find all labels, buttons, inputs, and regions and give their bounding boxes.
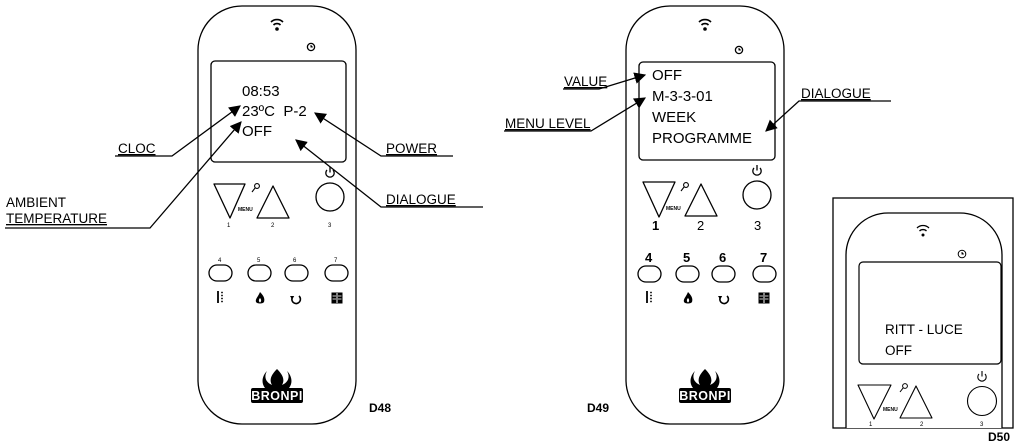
wifi-icon	[916, 224, 930, 237]
button-number: 1	[869, 422, 873, 428]
screen-line: RITT - LUCE	[885, 322, 963, 337]
menu-label: MENU	[666, 206, 681, 212]
button-number: 2	[271, 223, 275, 229]
function-button-4[interactable]	[637, 265, 662, 283]
key-icon	[251, 183, 260, 193]
up-arrow-button[interactable]	[256, 185, 290, 219]
brand-logo: BRONPI	[679, 369, 731, 403]
key-icon	[680, 182, 689, 192]
screen-line: OFF	[652, 67, 682, 84]
power-icon	[977, 371, 987, 382]
callout-ambient-temperature: AMBIENT TEMPERATURE	[5, 121, 242, 229]
remote-d49: OFF M-3-3-01 WEEK PROGRAMME MENU 1 2 3 4…	[504, 5, 891, 425]
weekly-program-icon	[758, 292, 770, 304]
function-button-4[interactable]	[208, 264, 233, 282]
screen-line: OFF	[242, 123, 272, 140]
callout-label: DIALOGUE	[801, 86, 871, 101]
screen-line: PROGRAMME	[652, 130, 752, 147]
screen-line: 23ºC P-2	[242, 103, 307, 120]
button-number: 7	[760, 250, 767, 265]
function-button-6[interactable]	[284, 264, 309, 282]
fan-level-icon	[646, 291, 652, 303]
callout-dialogue: DIALOGUE	[765, 86, 891, 132]
callout-label: TEMPERATURE	[6, 211, 107, 226]
lcd-screen	[638, 61, 776, 161]
power-button[interactable]	[966, 385, 998, 417]
button-number: 2	[920, 422, 924, 428]
down-arrow-button[interactable]	[642, 181, 676, 218]
key-icon	[899, 383, 908, 393]
up-arrow-button[interactable]	[684, 183, 718, 217]
figure-code: D48	[369, 401, 391, 415]
lcd-screen	[858, 261, 1002, 365]
button-number: 3	[328, 223, 332, 229]
button-number: 4	[218, 258, 222, 264]
button-number: 1	[652, 218, 659, 233]
callout-dialogue: DIALOGUE	[295, 139, 483, 208]
callout-cloc: CLOC	[115, 105, 241, 157]
power-button[interactable]	[315, 182, 345, 212]
lcd-screen	[210, 60, 347, 163]
power-icon	[752, 165, 762, 176]
function-button-5[interactable]	[247, 264, 272, 282]
callout-menu-level: MENU LEVEL	[504, 97, 646, 132]
callout-power: POWER	[314, 112, 453, 157]
power-icon	[325, 167, 335, 178]
down-arrow-button[interactable]	[857, 384, 892, 420]
cycle-arrow-icon	[718, 295, 730, 305]
button-number: 6	[293, 258, 297, 264]
clock-icon	[306, 42, 316, 52]
button-number: 6	[719, 250, 726, 265]
fan-level-icon	[217, 291, 223, 303]
flame-icon	[683, 292, 693, 304]
menu-label: MENU	[238, 207, 253, 213]
cycle-arrow-icon	[290, 295, 302, 305]
function-button-5[interactable]	[675, 265, 700, 283]
up-arrow-button[interactable]	[899, 385, 933, 419]
screen-line: 08:53	[242, 83, 280, 100]
brand-logo: BRONPI	[251, 369, 303, 403]
figure-code: D50	[988, 430, 1010, 444]
brand-name: BRONPI	[251, 389, 303, 403]
function-button-7[interactable]	[324, 264, 349, 282]
wifi-icon	[270, 18, 284, 31]
down-arrow-button[interactable]	[213, 183, 246, 219]
wifi-icon	[698, 18, 712, 31]
weekly-program-icon	[331, 292, 343, 304]
button-number: 5	[683, 250, 690, 265]
function-button-7[interactable]	[752, 265, 777, 283]
flame-icon	[255, 292, 265, 304]
menu-label: MENU	[883, 407, 898, 413]
callout-label: MENU LEVEL	[505, 116, 591, 131]
button-number: 3	[754, 218, 761, 233]
remote-d50: RITT - LUCE OFF MENU 1 2 3 D50	[832, 197, 1014, 444]
callout-label: VALUE	[564, 74, 607, 89]
power-button[interactable]	[742, 180, 772, 210]
screen-line: OFF	[885, 343, 912, 358]
button-number: 3	[980, 422, 984, 428]
callout-value: VALUE	[563, 72, 647, 90]
button-number: 1	[227, 223, 231, 229]
callout-label: DIALOGUE	[386, 192, 456, 207]
screen-line: WEEK	[652, 109, 696, 126]
button-number: 2	[697, 218, 704, 233]
screen-line: M-3-3-01	[652, 88, 713, 105]
button-number: 5	[257, 258, 261, 264]
remote-d48: 08:53 23ºC P-2 OFF MENU 1 2 3 4 5 6 7	[5, 5, 483, 425]
callout-label: AMBIENT	[6, 195, 66, 210]
figure-code: D49	[587, 401, 609, 415]
button-number: 7	[334, 258, 338, 264]
callout-label: POWER	[386, 141, 437, 156]
button-number: 4	[645, 250, 653, 265]
callout-label: CLOC	[118, 141, 156, 156]
brand-name: BRONPI	[679, 389, 731, 403]
function-button-6[interactable]	[711, 265, 736, 283]
